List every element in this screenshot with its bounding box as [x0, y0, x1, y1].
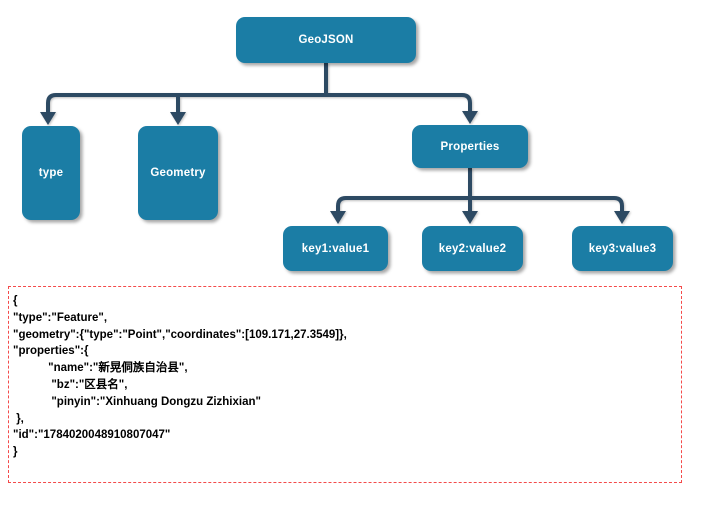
arrow-down-icon [330, 211, 346, 224]
arrow-down-icon [40, 112, 56, 125]
arrow-down-icon [614, 211, 630, 224]
json-example-panel: { "type":"Feature", "geometry":{"type":"… [8, 286, 682, 483]
arrow-down-icon [462, 111, 478, 124]
connector-lines [40, 63, 630, 224]
node-geojson: GeoJSON [236, 17, 416, 63]
node-type: type [22, 126, 80, 220]
connector-line [336, 196, 624, 213]
node-key1: key1:value1 [283, 226, 388, 271]
json-code: { "type":"Feature", "geometry":{"type":"… [13, 295, 347, 459]
node-key2: key2:value2 [422, 226, 523, 271]
arrow-down-icon [462, 211, 478, 224]
node-geometry: Geometry [138, 126, 218, 220]
arrow-down-icon [170, 112, 186, 125]
node-properties: Properties [412, 125, 528, 168]
node-key3: key3:value3 [572, 226, 673, 271]
connector-line [46, 93, 472, 114]
